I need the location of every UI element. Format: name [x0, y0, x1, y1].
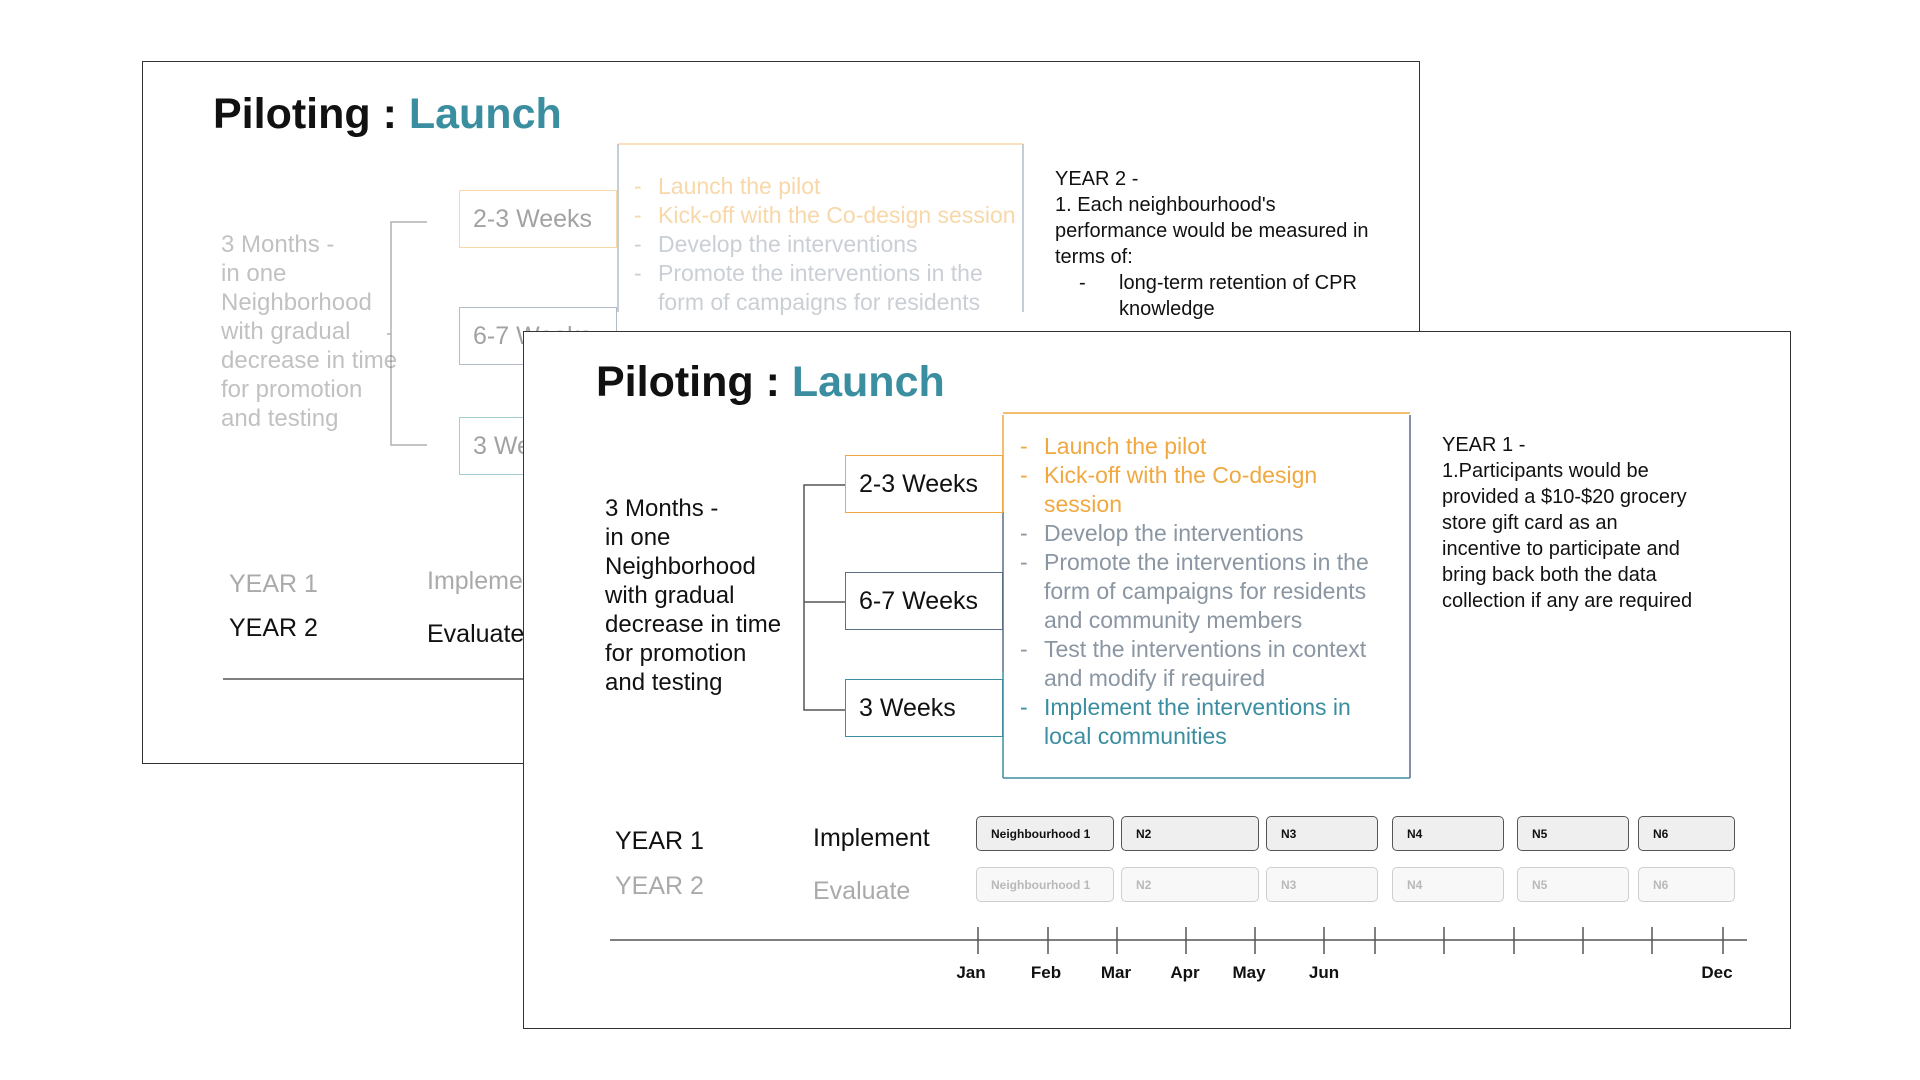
year-2-action: Evaluate: [813, 877, 911, 905]
year-1-label: YEAR 1: [229, 570, 318, 598]
month-label-jan: Jan: [956, 963, 986, 982]
y1-neighbourhood-2: N2: [1121, 816, 1259, 851]
year-2-label: YEAR 2: [229, 614, 318, 642]
description-heading: YEAR 2 -: [1055, 168, 1139, 190]
phase-box-2: 6-7 Weeks: [845, 572, 1003, 630]
bar-label: N5: [1532, 877, 1548, 892]
bar-label: N6: [1653, 877, 1669, 892]
y1-neighbourhood-3: N3: [1266, 816, 1378, 851]
month-label-mar: Mar: [1100, 963, 1132, 982]
title-prefix: Piloting :: [213, 90, 409, 138]
task-text: Kick-off with the Co-design session: [1044, 462, 1318, 517]
front-slide: Piloting : Launch 3 Months - in one Neig…: [523, 331, 1791, 1029]
task-item: -Launch the pilot: [634, 173, 821, 199]
task-text: Promote the interventions in the form of…: [658, 260, 983, 315]
y2-neighbourhood-6: N6: [1638, 867, 1735, 902]
description-text: 1. Each neighbourhood's performance woul…: [1055, 194, 1369, 268]
description-bullet: -long-term retention of CPR knowledge: [1055, 270, 1375, 322]
description-panel: YEAR 1 - 1.Participants would be provide…: [1442, 432, 1742, 614]
duration-text: 3 Months - in one Neighborhood with grad…: [605, 495, 782, 696]
month-label-dec: Dec: [1701, 963, 1733, 982]
phase-box-3: 3 Weeks: [845, 679, 1003, 737]
timeline-axis: [610, 927, 1747, 954]
y2-neighbourhood-4: N4: [1392, 867, 1504, 902]
task-text: Launch the pilot: [1044, 433, 1207, 459]
task-text: Launch the pilot: [658, 173, 821, 199]
slide-title: Piloting : Launch: [213, 90, 562, 139]
title-prefix: Piloting :: [596, 358, 792, 406]
bracket-lines: [387, 143, 1024, 446]
phase-box-1: 2-3 Weeks: [459, 190, 617, 248]
year-1-label: YEAR 1: [615, 827, 704, 855]
task-item: -Develop the interventions: [634, 231, 918, 257]
task-item: -Kick-off with the Co-design session: [634, 202, 1016, 228]
y1-neighbourhood-4: N4: [1392, 816, 1504, 851]
task-text: Develop the interventions: [658, 231, 918, 257]
y2-neighbourhood-1: Neighbourhood 1: [976, 867, 1114, 902]
task-list: -Launch the pilot -Kick-off with the Co-…: [618, 172, 1018, 317]
bar-label: N4: [1407, 826, 1423, 841]
task-text: Implement the interventions in local com…: [1044, 694, 1351, 749]
y1-neighbourhood-6: N6: [1638, 816, 1735, 851]
task-item: -Develop the interventions: [1020, 520, 1304, 546]
bar-label: N3: [1281, 877, 1297, 892]
bar-label: Neighbourhood 1: [991, 826, 1091, 841]
back-timeline-axis: [223, 678, 543, 680]
bar-label: N3: [1281, 826, 1297, 841]
task-item: -Implement the interventions in local co…: [1020, 694, 1351, 749]
year-2-action: Evaluate: [427, 620, 525, 648]
month-label-may: May: [1232, 963, 1266, 982]
task-text: Kick-off with the Co-design session: [658, 202, 1016, 228]
title-accent: Launch: [791, 358, 945, 406]
task-item: -Launch the pilot: [1020, 433, 1207, 459]
task-item: -Promote the interventions in the form o…: [1020, 549, 1369, 633]
y1-neighbourhood-5: N5: [1517, 816, 1629, 851]
description-heading: YEAR 1 -: [1442, 434, 1526, 456]
duration-text: 3 Months - in one Neighborhood with grad…: [221, 231, 398, 432]
bar-label: N6: [1653, 826, 1669, 841]
bullet-text: long-term retention of CPR knowledge: [1119, 272, 1357, 320]
month-label-feb: Feb: [1030, 963, 1062, 982]
month-label-jun: Jun: [1308, 963, 1340, 982]
phase-label: 2-3 Weeks: [473, 204, 593, 233]
bar-label: N2: [1136, 877, 1152, 892]
description-panel: YEAR 2 - 1. Each neighbourhood's perform…: [1055, 166, 1375, 322]
y2-neighbourhood-2: N2: [1121, 867, 1259, 902]
year-1-action: Impleme: [427, 567, 523, 595]
phase-label: 3 Weeks: [859, 693, 956, 722]
y2-neighbourhood-3: N3: [1266, 867, 1378, 902]
task-item: -Promote the interventions in the form o…: [618, 259, 1018, 317]
task-text: Promote the interventions in the form of…: [1044, 549, 1369, 633]
description-text: 1.Participants would be provided a $10-$…: [1442, 460, 1693, 612]
task-item: -Test the interventions in context and m…: [1020, 636, 1367, 691]
task-text: Test the interventions in context and mo…: [1044, 636, 1367, 691]
task-text: Develop the interventions: [1044, 520, 1304, 546]
bar-label: N5: [1532, 826, 1548, 841]
bar-label: Neighbourhood 1: [991, 877, 1091, 892]
phase-label: 6-7 Weeks: [859, 586, 979, 615]
phase-box-1: 2-3 Weeks: [845, 455, 1003, 513]
year-2-label: YEAR 2: [615, 872, 704, 900]
slide-title: Piloting : Launch: [596, 358, 945, 407]
task-item: -Kick-off with the Co-design session: [1020, 462, 1318, 517]
bar-label: N2: [1136, 826, 1152, 841]
task-list: -Launch the pilot -Kick-off with the Co-…: [1004, 432, 1409, 751]
bar-label: N4: [1407, 877, 1423, 892]
y1-neighbourhood-1: Neighbourhood 1: [976, 816, 1114, 851]
bracket-lines: [803, 412, 1411, 779]
year-1-action: Implement: [813, 824, 930, 852]
phase-label: 2-3 Weeks: [859, 469, 979, 498]
y2-neighbourhood-5: N5: [1517, 867, 1629, 902]
title-accent: Launch: [408, 90, 562, 138]
month-label-apr: Apr: [1170, 963, 1200, 982]
